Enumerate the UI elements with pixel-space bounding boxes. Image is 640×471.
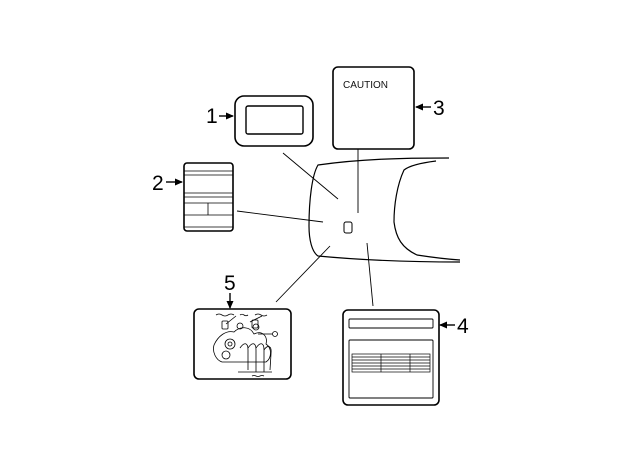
callout-number-3: 3: [433, 97, 445, 120]
label-5-engine-diagram: [193, 308, 292, 380]
hood-latch-marker: [343, 221, 353, 234]
callout-5: 5: [224, 272, 236, 309]
label-4-table: [351, 353, 431, 373]
vehicle-outline: [308, 157, 461, 263]
callout-2: 2: [152, 172, 183, 195]
label-4-panel: [342, 309, 440, 406]
leader-line-5: [275, 245, 331, 303]
leader-lines: [236, 129, 374, 307]
callout-4: 4: [439, 315, 469, 338]
leader-line-2: [236, 210, 324, 223]
callout-1: 1: [206, 105, 234, 128]
callout-number-2: 2: [152, 172, 164, 195]
leader-line-4: [366, 242, 374, 307]
leader-line-1: [282, 152, 339, 200]
caution-text: CAUTION: [343, 80, 388, 91]
callout-number-5: 5: [224, 272, 236, 295]
label-2-plate: [183, 162, 234, 232]
engine-illustration: [213, 313, 278, 377]
callout-3: 3: [415, 97, 445, 120]
callout-number-4: 4: [457, 315, 469, 338]
label-1-sticker: [234, 95, 314, 147]
label-3-caution: CAUTION: [332, 66, 415, 150]
callout-number-1: 1: [206, 105, 218, 128]
